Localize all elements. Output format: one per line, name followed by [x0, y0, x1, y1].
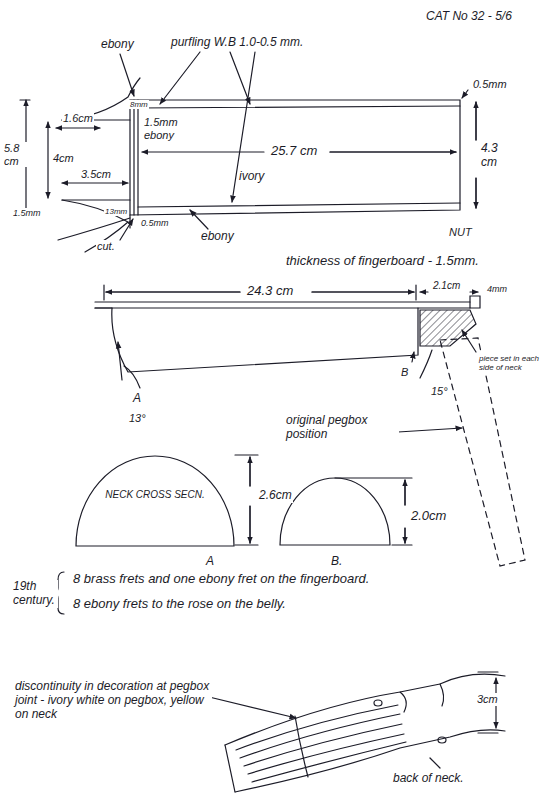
annotation: original pegbox position [285, 414, 399, 442]
annotation: CAT No 32 - 5/6 [425, 10, 513, 24]
annotation: B. [330, 555, 343, 569]
annotation: A [132, 392, 142, 406]
annotation: 4cm [52, 152, 75, 165]
annotation: 2.1cm [432, 280, 461, 292]
annotation: B [400, 366, 409, 379]
annotation: 13° [128, 412, 147, 425]
annotation: ebony [200, 230, 235, 244]
annotation: 1.6cm [62, 112, 94, 125]
annotation: 3cm [476, 693, 499, 706]
annotation: 19th century. [12, 580, 58, 608]
annotation: 0.5mm [140, 218, 170, 228]
annotation: 4mm [486, 284, 508, 294]
annotation: 15° [430, 385, 449, 398]
annotation: 8mm [129, 100, 149, 109]
annotation: 4.3 cm [480, 142, 512, 170]
annotation: discontinuity in decoration at pegbox jo… [14, 680, 212, 721]
annotation: ivory [238, 170, 265, 184]
annotation: 8 brass frets and one ebony fret on the … [72, 572, 542, 587]
annotation: 2.6cm [258, 489, 293, 503]
annotation: thickness of fingerboard - 1.5mm. [285, 254, 480, 269]
annotation: 3.5cm [80, 168, 112, 181]
annotation: 25.7 cm [270, 144, 318, 159]
annotation: back of neck. [392, 772, 465, 786]
annotation: 5.8 cm [3, 142, 27, 167]
annotation: 24.3 cm [246, 284, 294, 299]
annotation: 2.0cm [410, 509, 447, 524]
neck-cross-section: NECK CROSS SECN. [75, 455, 235, 547]
annotation: ebony [100, 38, 135, 52]
annotation: cut. [96, 240, 116, 253]
annotation: 1.5mm [12, 208, 42, 218]
semicircle-outline [75, 455, 235, 547]
annotation: A [205, 555, 215, 569]
annotation: 0.5mm [472, 78, 508, 91]
annotation: 8 ebony frets to the rose on the belly. [72, 597, 542, 612]
annotation: 13mm [104, 207, 128, 216]
annotation: purfling W.B 1.0-0.5 mm. [170, 36, 304, 50]
annotation: piece set in each side of neck [478, 354, 542, 372]
annotation: 1.5mm ebony [143, 116, 187, 141]
annotation: NUT [448, 226, 473, 239]
section-label: NECK CROSS SECN. [75, 489, 235, 500]
